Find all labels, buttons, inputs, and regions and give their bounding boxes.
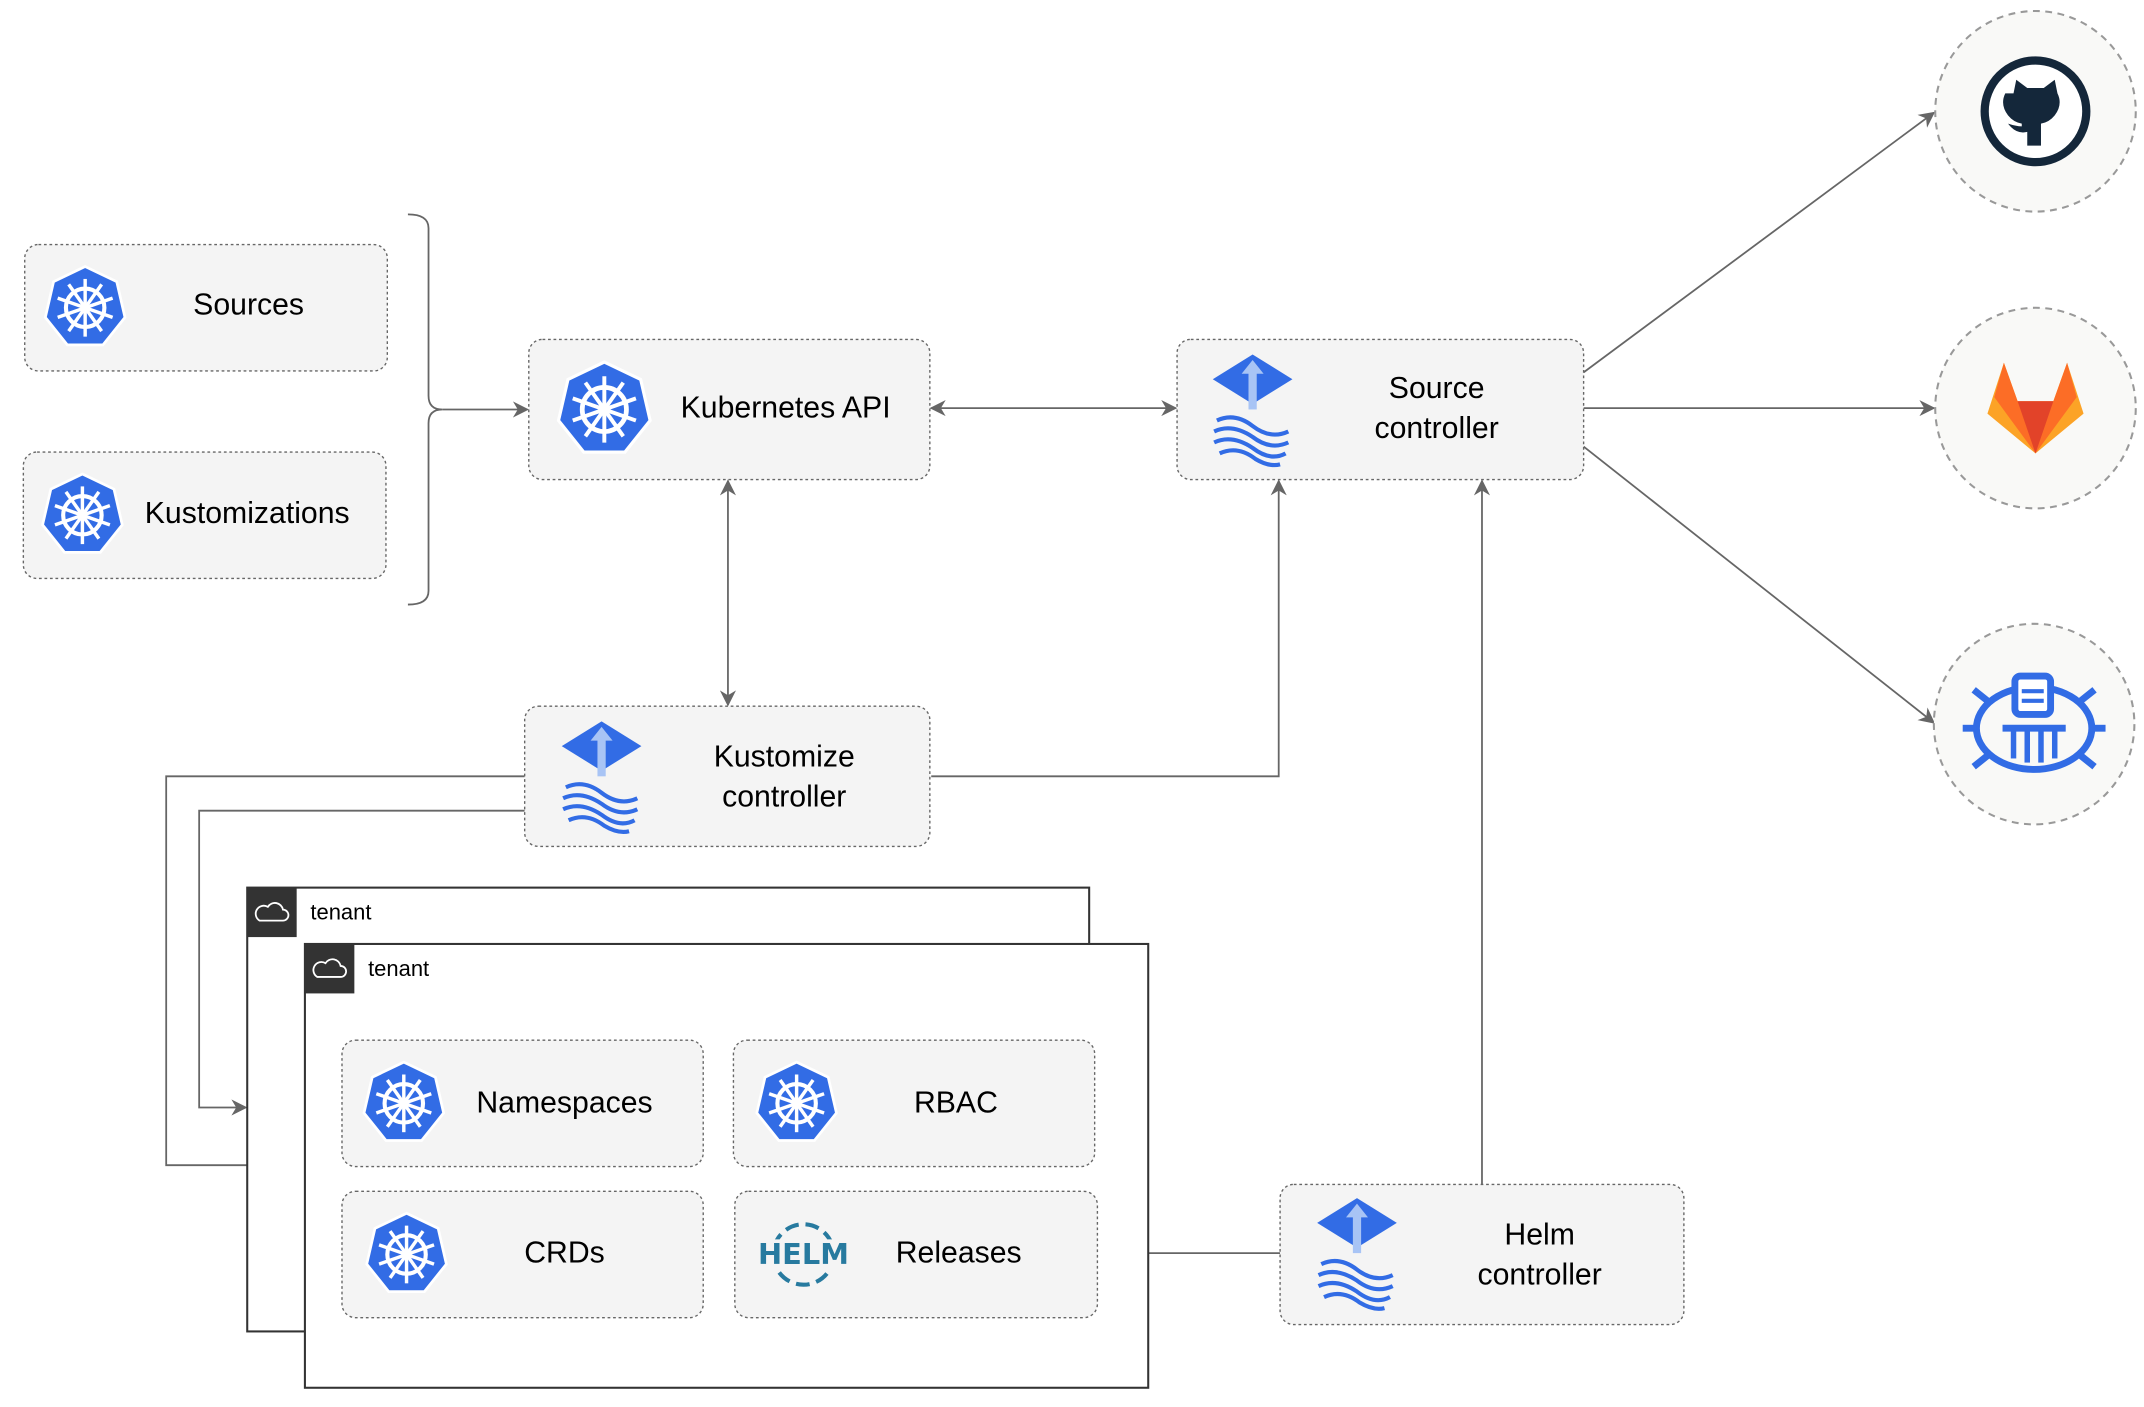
cloud-icon bbox=[247, 887, 297, 938]
crds-label: CRDs bbox=[524, 1236, 605, 1269]
source-controller-label-2: controller bbox=[1375, 412, 1499, 445]
kustomize-controller-node[interactable]: Kustomize controller bbox=[523, 705, 931, 848]
edge-kustomize-to-source bbox=[931, 479, 1287, 778]
sources-label: Sources bbox=[193, 288, 304, 321]
helm-repository-node[interactable] bbox=[1932, 622, 2136, 826]
edge-source-to-helmrepo bbox=[1583, 445, 1936, 724]
github-node[interactable] bbox=[1934, 9, 2137, 213]
tenant-front[interactable]: tenant Namespaces RBAC CRDs HELM Release… bbox=[303, 942, 1150, 1389]
kubernetes-api-node[interactable]: Kubernetes API bbox=[528, 338, 931, 481]
cloud-icon bbox=[304, 943, 355, 994]
namespaces-label: Namespaces bbox=[476, 1087, 652, 1120]
kustomizations-label: Kustomizations bbox=[145, 497, 350, 530]
crds-node[interactable]: CRDs bbox=[341, 1190, 704, 1319]
tenant-label: tenant bbox=[310, 900, 371, 925]
gitlab-node[interactable] bbox=[1934, 306, 2137, 510]
releases-node[interactable]: HELM Releases bbox=[734, 1190, 1099, 1319]
kustomize-controller-label-1: Kustomize bbox=[714, 740, 855, 773]
edge-kustomize-to-tenant-back bbox=[198, 809, 525, 1116]
kubernetes-api-label: Kubernetes API bbox=[681, 391, 891, 424]
tenant-label: tenant bbox=[368, 956, 429, 981]
helm-controller-label-1: Helm bbox=[1504, 1219, 1575, 1252]
helm-icon: HELM bbox=[756, 1222, 851, 1287]
namespaces-node[interactable]: Namespaces bbox=[341, 1039, 704, 1168]
helm-controller-node[interactable]: Helm controller bbox=[1279, 1183, 1685, 1326]
gitlab-icon bbox=[1987, 362, 2084, 454]
svg-text:HELM: HELM bbox=[758, 1237, 849, 1271]
edge-source-to-github bbox=[1583, 111, 1936, 374]
source-controller-label-1: Source bbox=[1389, 372, 1485, 405]
kustomizations-node[interactable]: Kustomizations bbox=[22, 451, 387, 580]
helm-controller-label-2: controller bbox=[1478, 1258, 1602, 1291]
rbac-label: RBAC bbox=[914, 1087, 998, 1120]
source-controller-node[interactable]: Source controller bbox=[1176, 338, 1585, 481]
releases-label: Releases bbox=[896, 1236, 1022, 1269]
brace bbox=[407, 213, 443, 606]
github-icon bbox=[1980, 56, 2091, 167]
sources-node[interactable]: Sources bbox=[24, 243, 389, 372]
helm-repository-icon bbox=[1962, 672, 2106, 773]
rbac-node[interactable]: RBAC bbox=[732, 1039, 1096, 1168]
kustomize-controller-label-2: controller bbox=[722, 780, 846, 813]
edge-kustomize-to-tenant-front bbox=[165, 775, 525, 1174]
